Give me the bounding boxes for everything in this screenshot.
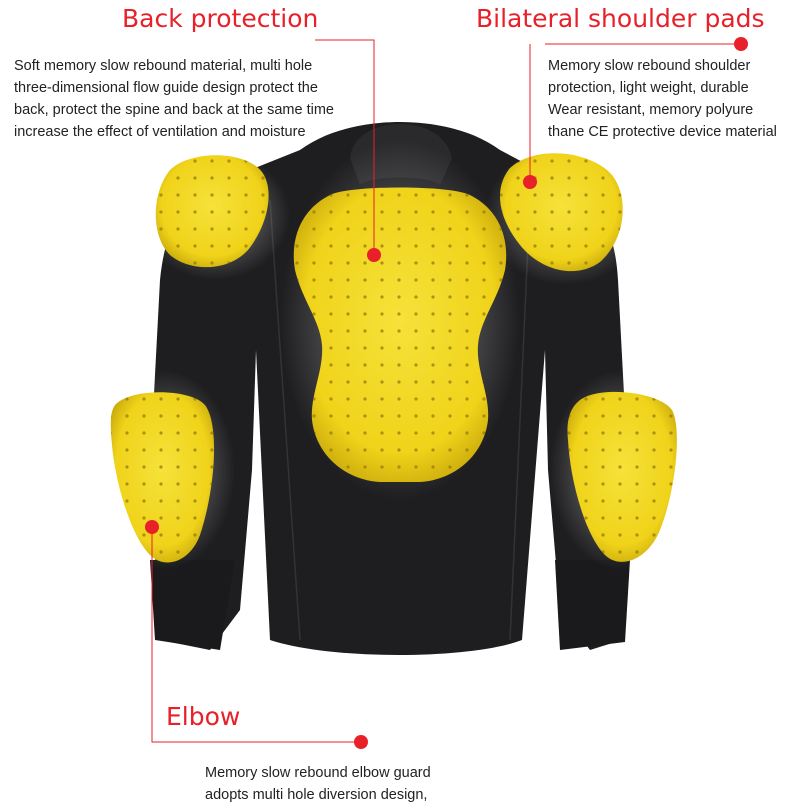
- back-desc-line: Soft memory slow rebound material, multi…: [14, 58, 313, 74]
- left-shoulder-pad: [155, 155, 269, 268]
- callout-dots: [145, 37, 748, 749]
- back-protection-description: Soft memory slow rebound material, multi…: [14, 55, 334, 143]
- elbow-desc-line: adopts multi hole diversion design,: [205, 787, 428, 803]
- left-elbow-pad: [110, 392, 215, 563]
- shoulder-desc-line: thane CE protective device material: [548, 124, 777, 140]
- elbow-description: Memory slow rebound elbow guard adopts m…: [205, 762, 431, 806]
- back-protection-title: Back protection: [122, 4, 319, 33]
- shoulder-desc-line: protection, light weight, durable: [548, 80, 749, 96]
- elbow-desc-line: Memory slow rebound elbow guard: [205, 765, 431, 781]
- elbow-title: Elbow: [166, 702, 241, 731]
- shoulder-desc-line: Memory slow rebound shoulder: [548, 58, 751, 74]
- shoulder-desc-line: Wear resistant, memory polyure: [548, 102, 754, 118]
- shoulder-pads-description: Memory slow rebound shoulder protection,…: [548, 55, 777, 143]
- back-desc-line: three-dimensional flow guide design prot…: [14, 80, 318, 96]
- callout-lines: [151, 39, 740, 743]
- right-elbow-pad: [567, 391, 677, 562]
- back-desc-line: increase the effect of ventilation and m…: [14, 124, 306, 140]
- back-desc-line: back, protect the spine and back at the …: [14, 102, 334, 118]
- shoulder-pads-title: Bilateral shoulder pads: [476, 4, 765, 33]
- back-protector-pad: [293, 187, 507, 482]
